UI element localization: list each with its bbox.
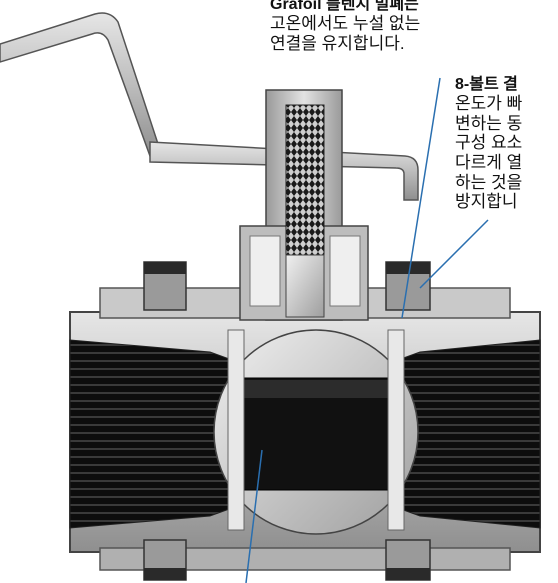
callout-grafoil-line: 고온에서도 누설 없는 [270,14,421,34]
handle-lever [0,12,419,201]
callout-bolt-line: 구성 요소 [455,133,523,153]
leader-lines [245,77,489,583]
callout-bolt-line: 변하는 동 [455,113,523,133]
callout-grafoil-line: 연결을 유지합니다. [270,33,405,53]
leader-line-bolt [419,219,489,289]
callout-bolt-line: 방지합니 [455,192,518,212]
callout-8-bolt: 8-볼트 결 온도가 빠 변하는 동 구성 요소 다르게 열 하는 것을 방지합… [455,76,522,212]
callout-bolt-line: 다르게 열 [455,153,523,173]
leader-line-grafoil [401,77,441,319]
callout-bolt-line: 하는 것을 [455,172,523,192]
callout-grafoil-heading: Grafoil 플렌지 밀폐는 [270,0,419,13]
flange-bolts [143,261,431,581]
threaded-ports [69,339,541,529]
leader-line-bore [245,449,263,583]
stem-housing [239,89,369,321]
callout-bolt-line: 온도가 빠 [455,94,523,114]
callout-bolt-heading: 8-볼트 결 [455,76,518,93]
ball-element [213,329,419,535]
callout-grafoil-seal: Grafoil 플렌지 밀폐는 고온에서도 누설 없는 연결을 유지합니다. [270,0,420,53]
